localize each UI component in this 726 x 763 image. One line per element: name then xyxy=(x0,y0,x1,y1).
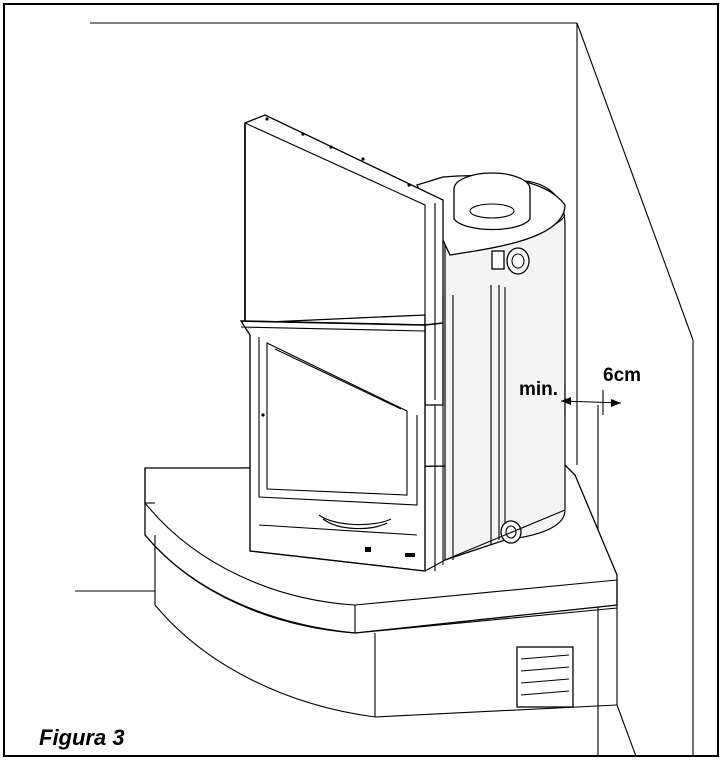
dimension-min-label: min. xyxy=(519,379,558,400)
clearance-dimension: min. 6cm xyxy=(519,365,641,415)
dimension-value-label: 6cm xyxy=(603,365,641,386)
fireplace-installation-drawing: min. 6cm xyxy=(75,22,694,755)
cylinder-body xyxy=(416,172,566,561)
figure-caption: Figura 3 xyxy=(39,725,125,750)
vent-grille xyxy=(516,646,574,708)
pipe-fitting-top xyxy=(491,247,530,275)
figure-frame: min. 6cm Figura 3 xyxy=(3,3,719,757)
flue-collar xyxy=(453,172,531,231)
fireplace-door xyxy=(239,295,454,572)
